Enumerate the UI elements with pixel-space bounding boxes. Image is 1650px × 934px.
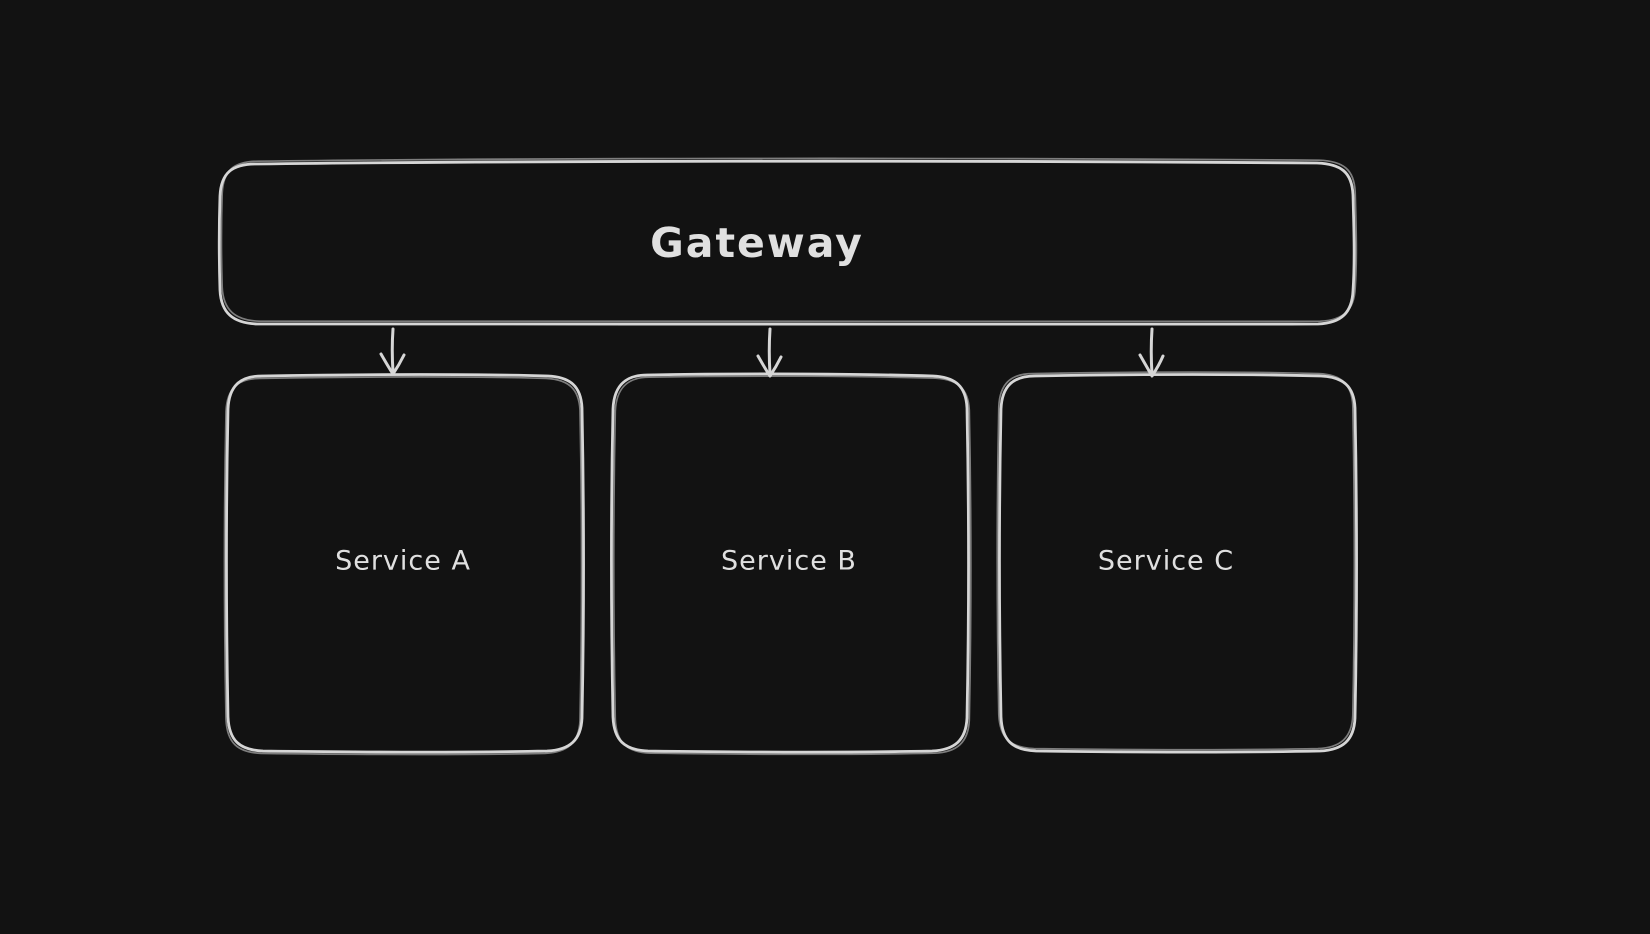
arrow-b-shaft	[767, 327, 772, 376]
service-a-label: Service A	[335, 545, 471, 577]
arrow-gateway-to-service-b[interactable]	[756, 327, 783, 378]
arrow-b-head	[756, 354, 783, 378]
arrow-c-head	[1138, 353, 1165, 378]
service-b-label: Service B	[721, 545, 857, 577]
service-b-box-outline[interactable]	[610, 372, 970, 754]
service-c-node[interactable]	[996, 371, 1358, 754]
service-c-label: Service C	[1097, 545, 1235, 577]
arrow-gateway-to-service-a[interactable]	[379, 327, 406, 376]
gateway-box-outline-sketch	[220, 157, 1358, 324]
arrow-a-head	[379, 352, 406, 376]
service-a-box-outline-sketch	[223, 376, 583, 756]
service-a-node[interactable]	[223, 373, 585, 756]
gateway-node[interactable]	[217, 157, 1358, 327]
service-b-box-outline-sketch	[612, 375, 972, 756]
service-b-node[interactable]	[610, 372, 972, 756]
service-a-box-outline[interactable]	[225, 373, 585, 754]
service-c-box-outline[interactable]	[998, 373, 1358, 754]
arrow-gateway-to-service-c[interactable]	[1138, 327, 1165, 378]
arrow-a-shaft	[390, 327, 395, 374]
service-c-box-outline-sketch	[996, 371, 1356, 751]
gateway-box-outline[interactable]	[217, 159, 1356, 327]
gateway-label: Gateway	[650, 219, 864, 267]
arrow-c-shaft	[1149, 327, 1154, 376]
